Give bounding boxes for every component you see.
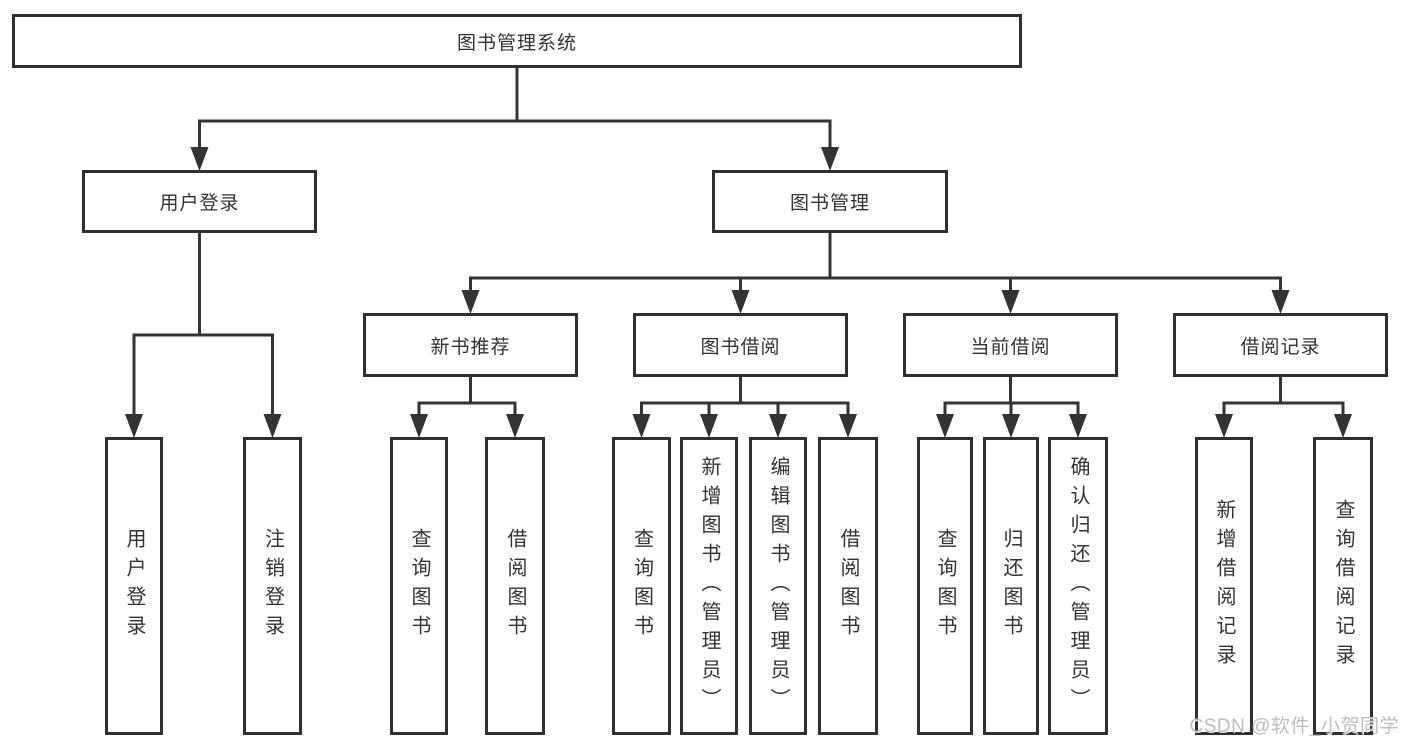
node-leaf-edit: 编辑图书（管理员） xyxy=(749,437,807,735)
arrowhead-down-icon xyxy=(839,414,857,438)
arrowhead-down-icon xyxy=(1215,414,1233,438)
node-label: 新增图书（管理员） xyxy=(698,455,720,717)
node-leaf-confirm: 确认归还（管理员） xyxy=(1048,437,1108,735)
arrowhead-down-icon xyxy=(632,414,651,438)
arrowhead-down-icon xyxy=(1069,414,1087,438)
node-label: 注销登录 xyxy=(261,528,284,644)
node-label: 图书管理系统 xyxy=(456,32,577,54)
node-recordsmod: 借阅记录 xyxy=(1173,313,1388,377)
node-label: 新书推荐 xyxy=(430,336,511,358)
arrowhead-down-icon xyxy=(410,414,428,438)
node-label: 用户登录 xyxy=(159,193,240,214)
arrowhead-down-icon xyxy=(506,414,524,438)
node-label: 归还图书 xyxy=(1000,528,1022,644)
node-label: 查询图书 xyxy=(408,528,430,644)
node-label: 查询借阅记录 xyxy=(1332,499,1354,673)
node-leaf-login: 用户登录 xyxy=(105,437,163,735)
node-bookmgmt: 图书管理 xyxy=(712,170,948,233)
node-newrec: 新书推荐 xyxy=(363,313,578,377)
node-leaf-borrow1: 借阅图书 xyxy=(485,437,545,735)
watermark: CSDN @软件_小贺同学 xyxy=(1189,716,1399,737)
arrowhead-down-icon xyxy=(263,414,282,438)
node-borrowmod: 图书借阅 xyxy=(633,313,848,377)
node-label: 确认归还（管理员） xyxy=(1067,455,1089,717)
node-label: 图书借阅 xyxy=(700,336,781,358)
node-label: 新增借阅记录 xyxy=(1213,499,1235,673)
node-label: 查询图书 xyxy=(934,528,956,644)
node-leaf-borrow2: 借阅图书 xyxy=(818,437,878,735)
node-currentmod: 当前借阅 xyxy=(903,313,1118,377)
arrowhead-down-icon xyxy=(1271,290,1290,314)
node-label: 借阅图书 xyxy=(837,528,859,644)
node-label: 当前借阅 xyxy=(970,336,1051,358)
arrowhead-down-icon xyxy=(731,290,750,314)
node-root: 图书管理系统 xyxy=(12,14,1022,68)
arrowhead-down-icon xyxy=(125,414,143,438)
arrowhead-down-icon xyxy=(821,147,839,171)
arrowhead-down-icon xyxy=(190,147,209,171)
arrowhead-down-icon xyxy=(1002,414,1020,438)
arrowhead-down-icon xyxy=(769,414,787,438)
node-leaf-addrec: 新增借阅记录 xyxy=(1195,437,1253,735)
node-label: 编辑图书（管理员） xyxy=(767,455,789,717)
node-leaf-logout: 注销登录 xyxy=(243,437,302,735)
arrowhead-down-icon xyxy=(936,414,954,438)
node-leaf-query1: 查询图书 xyxy=(390,437,448,735)
node-leaf-add: 新增图书（管理员） xyxy=(680,437,738,735)
node-login: 用户登录 xyxy=(82,170,317,233)
node-leaf-query2: 查询图书 xyxy=(612,437,671,735)
node-label: 查询图书 xyxy=(630,528,653,644)
arrowhead-down-icon xyxy=(700,414,718,438)
node-leaf-queryrec: 查询借阅记录 xyxy=(1313,437,1373,735)
arrowhead-down-icon xyxy=(1001,290,1020,314)
node-label: 用户登录 xyxy=(123,528,145,644)
node-leaf-return: 归还图书 xyxy=(983,437,1039,735)
node-label: 借阅记录 xyxy=(1240,336,1321,358)
node-leaf-query3: 查询图书 xyxy=(917,437,973,735)
arrowhead-down-icon xyxy=(1334,414,1352,438)
node-label: 借阅图书 xyxy=(504,528,526,644)
arrowhead-down-icon xyxy=(461,290,480,314)
node-label: 图书管理 xyxy=(789,193,870,214)
